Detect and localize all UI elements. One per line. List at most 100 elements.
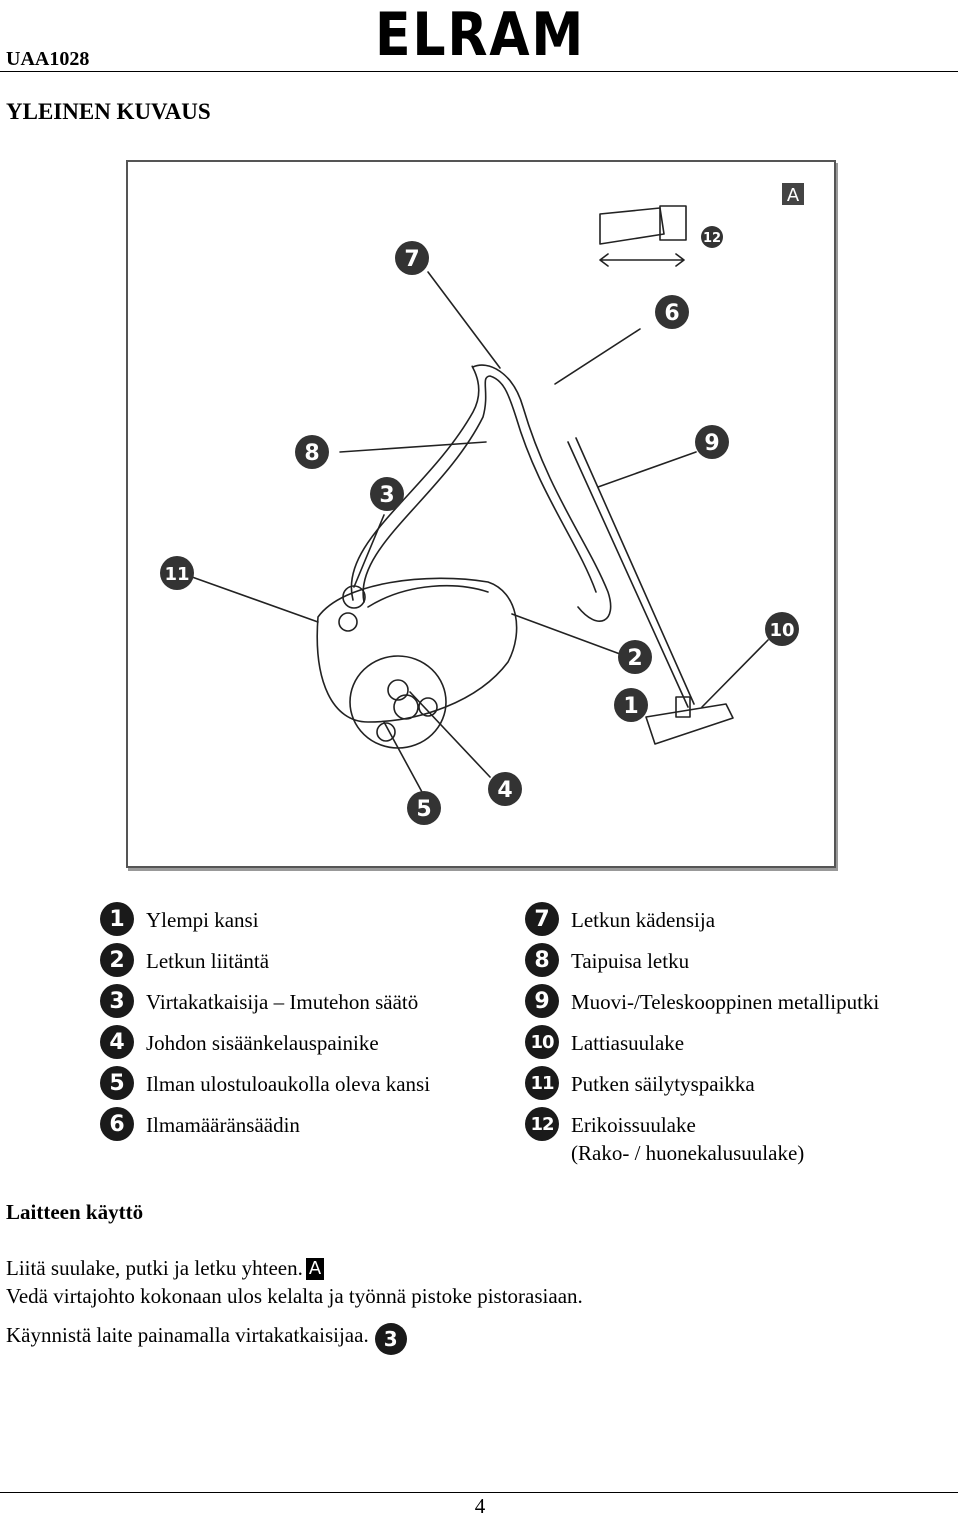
- usage-line-1: Liitä suulake, putki ja letku yhteen.A: [6, 1254, 325, 1282]
- leader-10: [701, 639, 769, 708]
- legend-label-7: Letkun kädensija: [571, 908, 716, 932]
- callout-10-bg: [765, 612, 799, 646]
- callout-10: 10: [769, 620, 794, 641]
- callout-4: 4: [497, 778, 512, 803]
- callout-9-bg: [695, 425, 729, 459]
- legend-badge-12: 12: [525, 1107, 559, 1141]
- callout-8-bg: [295, 435, 329, 469]
- leader-8: [339, 441, 487, 453]
- legend-label-4: Johdon sisäänkelauspainike: [146, 1031, 379, 1055]
- legend-label-2: Letkun liitäntä: [146, 949, 270, 973]
- leader-11: [191, 576, 319, 623]
- legend-item-4: 4 Johdon sisäänkelauspainike: [100, 1025, 379, 1059]
- usage-line-2: Vedä virtajohto kokonaan ulos kelalta ja…: [6, 1284, 583, 1308]
- usage-line-3-text: Käynnistä laite painamalla virtakatkaisi…: [6, 1323, 369, 1347]
- product-diagram: A 7 12 6 9 8 3 11 10 2 1 4 5: [126, 160, 836, 868]
- usage-line-1-tag: A: [305, 1258, 325, 1280]
- callout-6-bg: [655, 295, 689, 329]
- corner-tag-bg: [782, 183, 804, 205]
- legend-item-11: 11 Putken säilytyspaikka: [525, 1066, 755, 1100]
- rear-port-2: [393, 694, 419, 720]
- legend-item-6: 6 Ilmamääränsäädin: [100, 1107, 300, 1141]
- leader-9: [597, 451, 697, 488]
- vacuum-illustration: A 7 12 6 9 8 3 11 10 2 1 4 5: [160, 183, 804, 825]
- legend-item-5: 5 Ilman ulostuloaukolla oleva kansi: [100, 1066, 430, 1100]
- leader-7: [427, 271, 501, 369]
- callout-5-bg: [407, 791, 441, 825]
- callout-7-bg: [395, 241, 429, 275]
- legend-label-8: Taipuisa letku: [571, 949, 690, 973]
- legend-badge-2: 2: [100, 943, 134, 977]
- leader-4: [409, 691, 491, 778]
- power-button-shape: [342, 585, 366, 609]
- legend-label-11: Putken säilytyspaikka: [571, 1072, 755, 1096]
- legend-item-2: 2 Letkun liitäntä: [100, 943, 269, 977]
- crevice-brush: [659, 205, 687, 241]
- rear-port-1: [387, 679, 409, 701]
- callout-7: 7: [404, 247, 419, 272]
- crevice-tool: [599, 207, 665, 245]
- front-panel: [349, 655, 447, 749]
- legend-label-1: Ylempi kansi: [146, 908, 259, 932]
- callout-9: 9: [704, 431, 719, 456]
- legend-badge-11: 11: [525, 1066, 559, 1100]
- usage-line-1-text: Liitä suulake, putki ja letku yhteen.: [6, 1256, 303, 1280]
- legend-item-12: 12 Erikoissuulake (Rako- / huonekalusuul…: [525, 1107, 804, 1167]
- body-shell: [316, 577, 518, 723]
- top-lid-button-shape: [338, 612, 358, 632]
- model-number: UAA1028: [6, 48, 90, 70]
- callout-3: 3: [379, 483, 394, 508]
- corner-tag: A: [787, 185, 800, 206]
- legend-label-12: Erikoissuulake (Rako- / huonekalusuulake…: [571, 1113, 805, 1165]
- body-top: [367, 584, 489, 608]
- page-number: 4: [474, 1494, 486, 1518]
- leader-3: [353, 514, 385, 588]
- legend-label-5: Ilman ulostuloaukolla oleva kansi: [146, 1072, 431, 1096]
- legend-badge-9: 9: [525, 984, 559, 1018]
- legend-label-3: Virtakatkaisija – Imutehon säätö: [146, 990, 419, 1014]
- floor-nozzle: [645, 703, 734, 745]
- hose-inner: [362, 375, 597, 603]
- legend-badge-4: 4: [100, 1025, 134, 1059]
- legend-badge-5: 5: [100, 1066, 134, 1100]
- hose-outline: [350, 364, 612, 622]
- rear-port-3: [418, 697, 438, 717]
- callout-11: 11: [164, 564, 189, 585]
- legend-label-10: Lattiasuulake: [571, 1031, 685, 1055]
- legend-item-3: 3 Virtakatkaisija – Imutehon säätö: [100, 984, 418, 1018]
- callout-4-bg: [488, 772, 522, 806]
- usage-title: Laitteen käyttö: [6, 1200, 144, 1224]
- legend-badge-1: 1: [100, 902, 134, 936]
- header-divider: [0, 71, 958, 72]
- legend-item-1: 1 Ylempi kansi: [100, 902, 259, 936]
- callout-11-bg: [160, 556, 194, 590]
- callout-12-bg: [701, 226, 723, 248]
- brand-logo-text: ELRAM: [375, 2, 585, 64]
- legend-item-9: 9 Muovi-/Teleskooppinen metalliputki: [525, 984, 879, 1018]
- callout-6: 6: [664, 301, 679, 326]
- callout-2-bg: [618, 640, 652, 674]
- legend-item-8: 8 Taipuisa letku: [525, 943, 689, 977]
- legend-item-10: 10 Lattiasuulake: [525, 1025, 684, 1059]
- legend-label-6: Ilmamääränsäädin: [146, 1113, 300, 1137]
- legend-item-7: 7 Letkun kädensija: [525, 902, 715, 936]
- callout-1-bg: [614, 688, 648, 722]
- callout-3-bg: [370, 477, 404, 511]
- callout-5: 5: [416, 797, 431, 822]
- leader-2: [511, 613, 621, 655]
- brand-logo: ELRAM: [375, 2, 585, 64]
- callout-2: 2: [627, 646, 642, 671]
- callout-8: 8: [304, 441, 319, 466]
- usage-line-3-badge: 3: [374, 1323, 407, 1355]
- double-arrow: [599, 253, 685, 267]
- callout-1: 1: [623, 694, 638, 719]
- legend-badge-8: 8: [525, 943, 559, 977]
- legend-badge-7: 7: [525, 902, 559, 936]
- tube-line-2: [575, 437, 695, 705]
- legend-badge-10: 10: [525, 1025, 559, 1059]
- callout-12: 12: [703, 231, 721, 246]
- section-title: YLEINEN KUVAUS: [6, 99, 211, 124]
- usage-line-3: Käynnistä laite painamalla virtakatkaisi…: [6, 1321, 407, 1355]
- rear-port-4: [376, 722, 396, 742]
- nozzle-neck: [675, 696, 691, 718]
